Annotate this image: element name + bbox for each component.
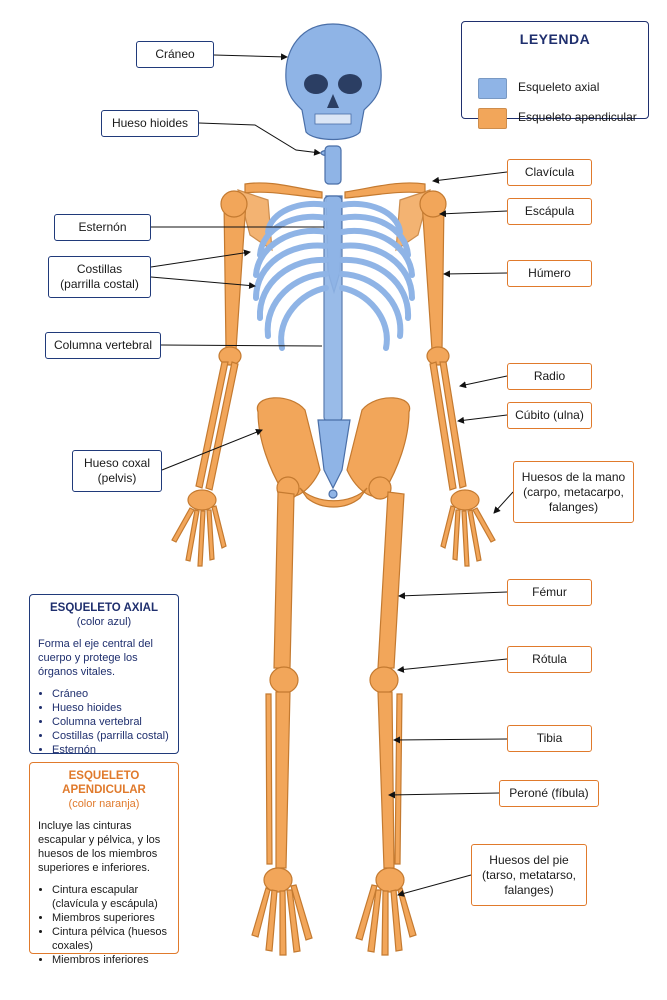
foot-left xyxy=(251,867,313,956)
elbow-left xyxy=(218,346,242,366)
axial-info-subtitle: (color azul) xyxy=(76,616,132,628)
label-clavicula: Clavícula xyxy=(507,159,592,186)
label-esternon: Esternón xyxy=(54,214,151,241)
sacrum xyxy=(317,419,351,490)
patella-right xyxy=(369,666,399,694)
label-mano-line1: Huesos de la mano xyxy=(521,469,626,484)
appendicular-list-item: Cintura escapular (clavícula y escápula) xyxy=(52,883,170,911)
axial-info-list: Cráneo Hueso hioides Columna vertebral C… xyxy=(38,687,170,757)
fibula-right xyxy=(394,693,403,865)
label-costillas: Costillas (parrilla costal) xyxy=(48,256,151,298)
skull xyxy=(285,23,382,141)
axial-list-item: Costillas (parrilla costal) xyxy=(52,729,170,743)
hip-bone-left xyxy=(256,397,321,497)
foot-right xyxy=(355,867,417,956)
label-rotula: Rótula xyxy=(507,646,592,673)
nasal-cavity xyxy=(327,94,339,108)
legend-title: LEYENDA xyxy=(519,31,591,47)
eye-socket-left xyxy=(304,74,328,94)
label-craneo: Cráneo xyxy=(136,41,214,68)
label-costillas-line1: Costillas xyxy=(76,262,123,276)
axial-info-description: Forma el eje central del cuerpo y proteg… xyxy=(38,638,153,678)
ulna-right xyxy=(429,361,457,491)
clavicle-left xyxy=(244,182,323,199)
hip-bone-right xyxy=(346,397,411,497)
hand-right xyxy=(440,489,496,567)
appendicular-info-subtitle: (color naranja) xyxy=(68,798,140,810)
femur-left xyxy=(273,491,295,669)
hand-left xyxy=(171,489,227,567)
label-tibia: Tibia xyxy=(507,725,592,752)
appendicular-skeleton xyxy=(171,182,496,956)
label-costillas-line2: (parrilla costal) xyxy=(60,277,139,291)
label-mano-line3: falanges) xyxy=(548,499,599,514)
legend: LEYENDA Esqueleto axial Esqueleto apendi… xyxy=(461,21,649,129)
label-cubito: Cúbito (ulna) xyxy=(507,402,592,429)
axial-list-item: Esternón xyxy=(52,743,170,757)
appendicular-list-item: Cintura pélvica (huesos coxales) xyxy=(52,925,170,953)
label-coxal-line2: (pelvis) xyxy=(97,471,137,485)
radius-right xyxy=(439,361,467,489)
legend-swatch-axial xyxy=(478,78,507,99)
appendicular-info-box: ESQUELETO APENDICULAR (color naranja) In… xyxy=(29,762,179,966)
shoulder-right xyxy=(419,190,447,218)
label-columna: Columna vertebral xyxy=(45,332,161,359)
cervical-vertebrae xyxy=(324,145,342,185)
label-coxal-line1: Hueso coxal xyxy=(83,456,151,470)
label-femur: Fémur xyxy=(507,579,592,606)
appendicular-list-item: Miembros inferiores xyxy=(52,953,170,967)
clavicle-right xyxy=(344,182,426,199)
elbow-right xyxy=(426,346,450,366)
label-pie-line2: (tarso, metatarso, xyxy=(481,867,577,882)
pubic-arch xyxy=(299,487,368,508)
femur-head-right xyxy=(368,476,392,500)
label-mano: Huesos de la mano (carpo, metacarpo, fal… xyxy=(513,461,634,523)
ulna-left xyxy=(205,361,239,491)
legend-label-appendicular: Esqueleto apendicular xyxy=(518,110,637,124)
eye-socket-right xyxy=(338,74,362,94)
appendicular-info-title: ESQUELETO APENDICULAR xyxy=(62,770,146,796)
label-pie-line1: Huesos del pie xyxy=(489,852,569,867)
legend-label-axial: Esqueleto axial xyxy=(518,80,600,94)
fibula-left xyxy=(265,693,273,865)
femur-right xyxy=(377,491,405,669)
leader-lines xyxy=(150,53,514,897)
appendicular-list-item: Miembros superiores xyxy=(52,911,170,925)
radius-left xyxy=(195,361,229,489)
axial-info-box: ESQUELETO AXIAL (color azul) Forma el ej… xyxy=(29,594,179,757)
label-hioides: Hueso hioides xyxy=(101,110,199,137)
label-coxal: Hueso coxal (pelvis) xyxy=(72,450,162,492)
label-pie-line3: falanges) xyxy=(504,882,554,897)
patella-left xyxy=(269,666,299,694)
teeth xyxy=(314,113,352,125)
label-pie: Huesos del pie (tarso, metatarso, falang… xyxy=(471,844,587,906)
legend-swatch-appendicular xyxy=(478,108,507,129)
axial-list-item: Hueso hioides xyxy=(52,701,170,715)
coccyx xyxy=(328,489,338,499)
appendicular-info-description: Incluye las cinturas escapular y pélvica… xyxy=(38,820,161,874)
label-humero: Húmero xyxy=(507,260,592,287)
label-escapula: Escápula xyxy=(507,198,592,225)
appendicular-info-list: Cintura escapular (clavícula y escápula)… xyxy=(38,883,170,967)
tibia-left xyxy=(275,691,291,869)
label-radio: Radio xyxy=(507,363,592,390)
axial-info-title: ESQUELETO AXIAL xyxy=(50,602,158,614)
tibia-right xyxy=(377,691,395,869)
shoulder-left xyxy=(220,190,248,218)
axial-list-item: Columna vertebral xyxy=(52,715,170,729)
label-mano-line2: (carpo, metacarpo, xyxy=(523,484,624,499)
label-perone: Peroné (fíbula) xyxy=(499,780,599,807)
axial-list-item: Cráneo xyxy=(52,687,170,701)
